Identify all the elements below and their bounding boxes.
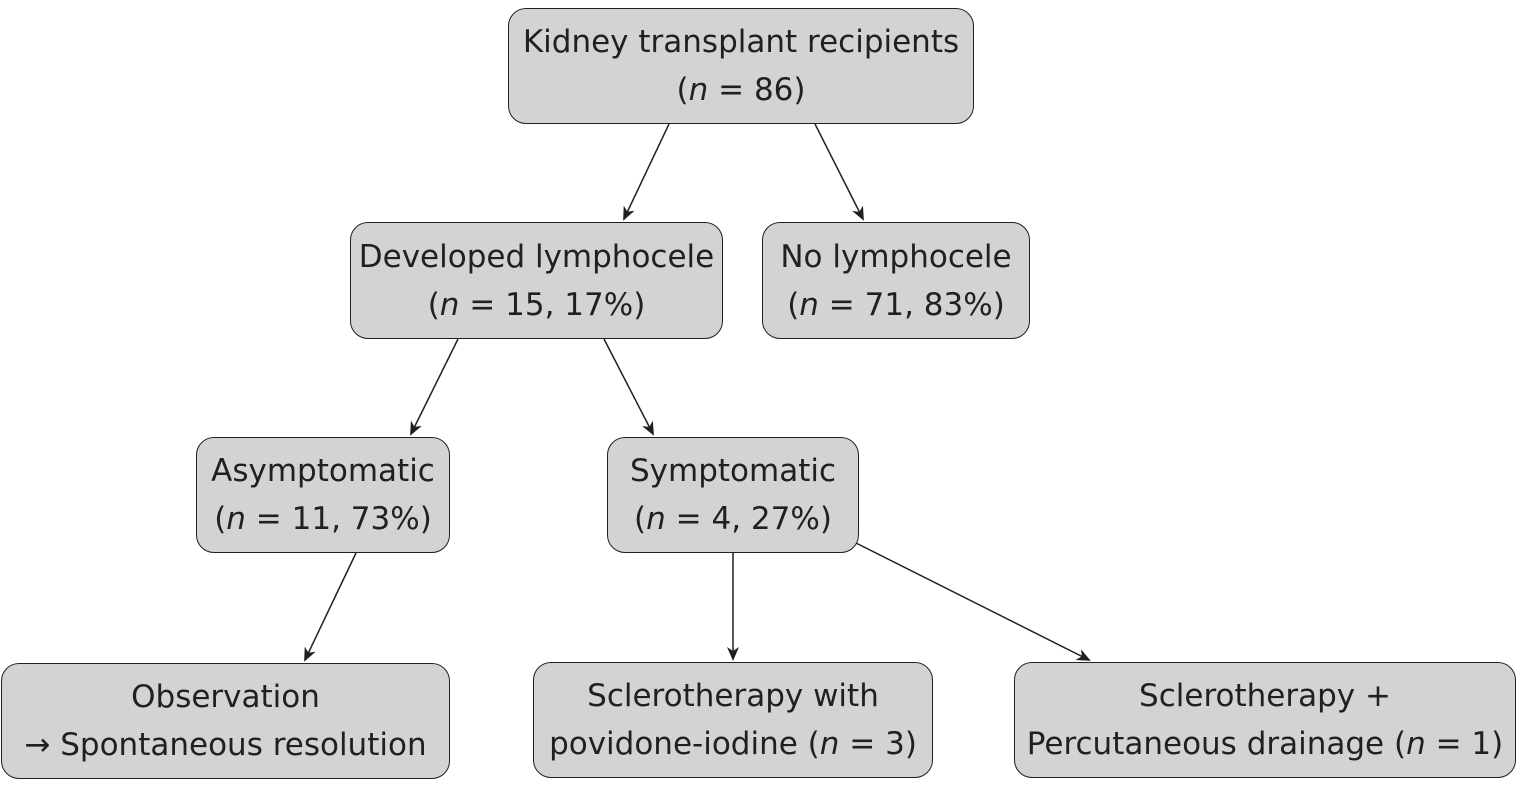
node-no-lymphocele: No lymphocele (n = 71, 83%) bbox=[762, 222, 1030, 339]
count-prefix: ( bbox=[427, 286, 440, 323]
count-prefix: ( bbox=[787, 286, 800, 323]
node-label: Symptomatic bbox=[629, 453, 837, 489]
node-label: Sclerotherapy + bbox=[1139, 678, 1391, 714]
arrow-lymphocele-to-asymptomatic bbox=[410, 338, 459, 436]
count-prefix: Percutaneous drainage ( bbox=[1026, 726, 1407, 762]
count-prefix: ( bbox=[214, 501, 227, 537]
node-developed-lymphocele: Developed lymphocele (n = 15, 17%) bbox=[350, 222, 723, 339]
node-count: (n = 4, 27%) bbox=[634, 495, 832, 543]
node-sclerotherapy-povidone-iodine: Sclerotherapy with povidone-iodine (n = … bbox=[533, 662, 933, 778]
n-variable: n bbox=[226, 501, 246, 537]
node-kidney-transplant-recipients: Kidney transplant recipients (n = 86) bbox=[508, 8, 974, 124]
count-value: = 4, 27%) bbox=[665, 501, 832, 537]
n-variable: n bbox=[688, 72, 709, 108]
node-label: Observation bbox=[131, 679, 320, 715]
node-count: Percutaneous drainage (n = 1) bbox=[1027, 720, 1503, 768]
node-label: Asymptomatic bbox=[211, 453, 435, 489]
count-value: = 3) bbox=[839, 726, 917, 762]
arrow-asymptomatic-to-observation bbox=[304, 552, 357, 662]
node-symptomatic: Symptomatic (n = 4, 27%) bbox=[607, 437, 859, 553]
node-count: povidone-iodine (n = 3) bbox=[549, 720, 917, 768]
node-label: Kidney transplant recipients bbox=[522, 24, 960, 60]
node-outcome: → Spontaneous resolution bbox=[24, 727, 427, 763]
arrow-symptomatic-to-sclero-drainage bbox=[855, 542, 1091, 661]
node-count: (n = 71, 83%) bbox=[787, 281, 1005, 329]
node-observation: Observation → Spontaneous resolution bbox=[1, 663, 450, 779]
arrow-lymphocele-to-symptomatic bbox=[603, 338, 654, 436]
count-prefix: ( bbox=[634, 501, 647, 537]
count-value: = 11, 73%) bbox=[245, 501, 432, 537]
n-variable: n bbox=[799, 286, 819, 323]
node-count: (n = 11, 73%) bbox=[214, 495, 432, 543]
node-label: Sclerotherapy with bbox=[587, 678, 879, 714]
count-value: = 1) bbox=[1425, 726, 1504, 762]
node-label: Developed lymphocele bbox=[358, 238, 715, 275]
count-prefix: povidone-iodine ( bbox=[549, 726, 820, 762]
node-label: No lymphocele bbox=[780, 238, 1012, 275]
node-count: (n = 86) bbox=[677, 66, 806, 114]
count-value: = 71, 83%) bbox=[818, 286, 1005, 323]
node-asymptomatic: Asymptomatic (n = 11, 73%) bbox=[196, 437, 450, 553]
arrow-recipients-to-lymphocele bbox=[623, 123, 670, 221]
node-count: (n = 15, 17%) bbox=[428, 281, 646, 329]
n-variable: n bbox=[819, 726, 840, 762]
count-value: = 86) bbox=[708, 72, 806, 108]
count-value: = 15, 17%) bbox=[459, 286, 646, 323]
n-variable: n bbox=[646, 501, 666, 537]
n-variable: n bbox=[1406, 726, 1426, 762]
node-sclerotherapy-percutaneous-drainage: Sclerotherapy + Percutaneous drainage (n… bbox=[1014, 662, 1516, 778]
count-prefix: ( bbox=[676, 72, 689, 108]
arrow-recipients-to-no-lymphocele bbox=[814, 123, 864, 221]
n-variable: n bbox=[439, 286, 460, 323]
